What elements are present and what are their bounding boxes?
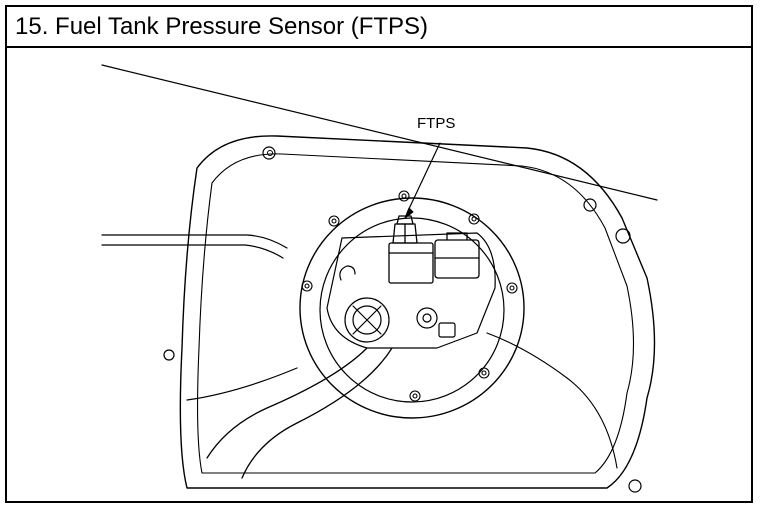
flange-bolt <box>267 150 273 156</box>
flange-bolt <box>615 228 631 244</box>
ftps-callout-label: FTPS <box>417 115 455 132</box>
ftps-leader-arrow <box>404 207 414 219</box>
tank-edge-line <box>101 64 658 201</box>
tank-flange-inner <box>197 153 634 474</box>
flange-bolt <box>583 198 597 212</box>
figure-frame: 15. Fuel Tank Pressure Sensor (FTPS) <box>5 5 753 503</box>
pump-module-plate <box>326 232 496 349</box>
tank-flange-outer <box>179 135 656 489</box>
pipe-left-lower <box>186 367 298 401</box>
fuel-hose-a <box>206 347 368 459</box>
fuel-hose-b <box>241 347 393 479</box>
flange-bolt <box>163 349 175 361</box>
ftps-leader-line <box>406 142 441 214</box>
fuel-hose-c <box>486 332 618 469</box>
pump-connector <box>434 232 480 279</box>
ftps-sensor <box>388 215 434 284</box>
pipe-left-upper-b <box>101 244 284 259</box>
fuel-fittings <box>339 265 456 343</box>
page-title: 15. Fuel Tank Pressure Sensor (FTPS) <box>15 12 429 40</box>
title-bar: 15. Fuel Tank Pressure Sensor (FTPS) <box>7 7 751 48</box>
flange-bolt <box>262 146 276 160</box>
ring-bolts <box>301 190 518 402</box>
lock-ring-outer <box>299 197 525 419</box>
pipe-left-upper <box>101 234 288 249</box>
ftps-diagram: FTPS <box>101 64 658 493</box>
flange-bolt <box>628 479 642 493</box>
